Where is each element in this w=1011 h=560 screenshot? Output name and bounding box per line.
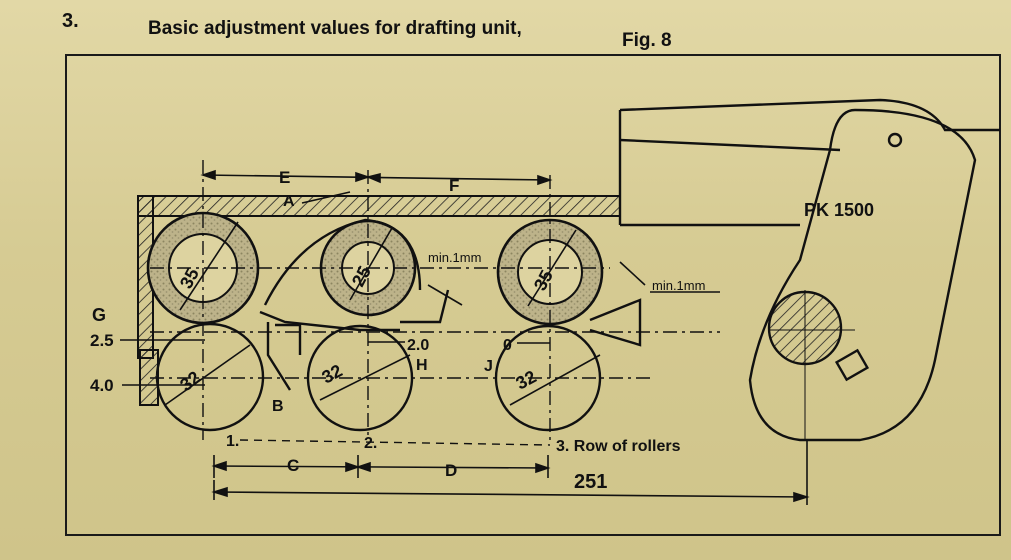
diameter-leaders	[164, 221, 646, 406]
dim-E-F	[200, 169, 553, 186]
letter-F: F	[449, 176, 459, 195]
min-gap-label-1: min.1mm	[428, 250, 481, 265]
bottom-roller-2-diameter: 32	[318, 360, 345, 387]
letter-D: D	[445, 461, 457, 480]
row-1-label: 1.	[226, 433, 239, 450]
min-gap-label-2: min.1mm	[652, 278, 705, 293]
bottom-roller-1-diameter: 32	[176, 367, 204, 395]
section-heading: 3. Basic adjustment values for drafting …	[62, 10, 762, 51]
left-stop-block	[139, 349, 159, 406]
row-3-label: 3. Row of rollers	[556, 438, 681, 455]
figure-label: Fig. 8	[622, 30, 672, 51]
dim-0: 0	[503, 337, 512, 354]
bottom-roller-3-diameter: 32	[512, 366, 539, 393]
figure-frame	[65, 54, 1001, 536]
row-guide-line	[239, 439, 551, 446]
pk1500-housing	[618, 98, 1000, 442]
section-title: Basic adjustment values for drafting uni…	[148, 18, 522, 39]
letter-H: H	[416, 357, 428, 374]
dim-4-0: 4.0	[90, 376, 114, 395]
dim-2-0: 2.0	[407, 337, 429, 354]
dim-A-line	[301, 191, 351, 204]
letter-C: C	[287, 456, 299, 475]
dim-2-5: 2.5	[90, 331, 114, 350]
letter-G: G	[92, 305, 106, 325]
machine-label: PK 1500	[804, 200, 874, 220]
apron-cradle	[259, 218, 450, 391]
section-number: 3.	[62, 10, 79, 32]
dim-251-label: 251	[574, 471, 607, 493]
letter-A: A	[283, 193, 295, 210]
dim-C-D	[211, 455, 551, 478]
letter-E: E	[279, 168, 290, 187]
dim-251	[211, 440, 810, 505]
letter-B: B	[272, 398, 284, 415]
row-2-label: 2.	[364, 435, 377, 452]
front-condenser	[589, 298, 642, 347]
center-lines	[150, 160, 720, 440]
arm-shaft	[767, 290, 855, 440]
letter-J: J	[484, 358, 493, 375]
